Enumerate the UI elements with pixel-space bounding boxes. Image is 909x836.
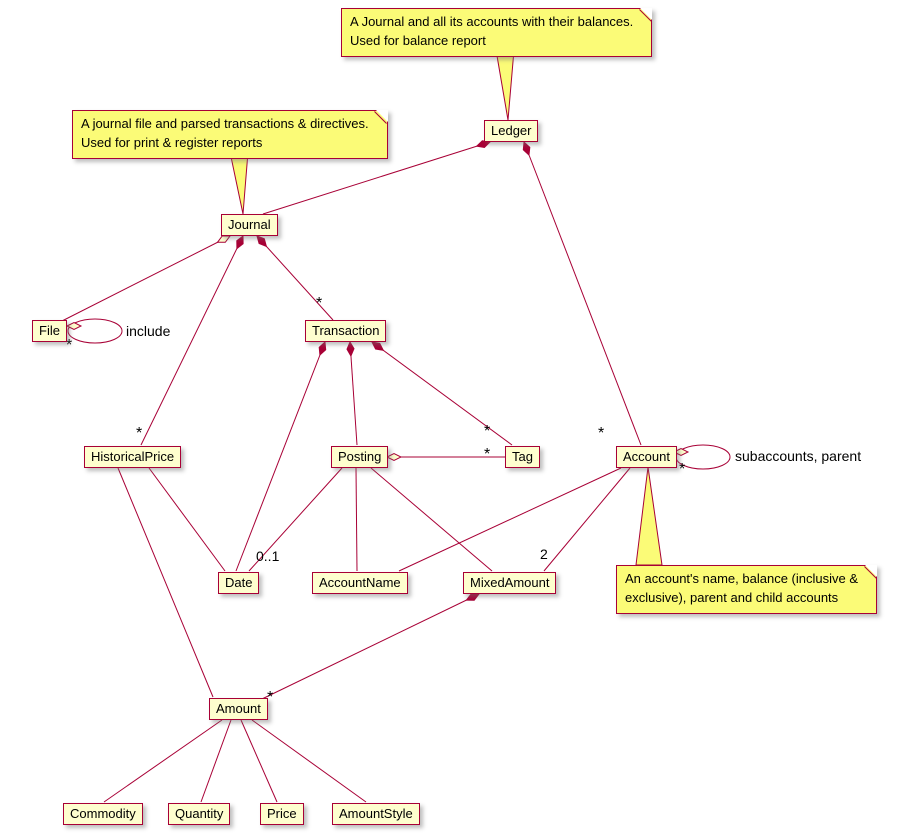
class-node-tag: Tag xyxy=(505,446,540,468)
ledger-note-pointer xyxy=(495,49,515,121)
class-node-commodity: Commodity xyxy=(63,803,143,825)
account-note-pointer xyxy=(635,466,663,566)
file-loop-multiplicity: * xyxy=(66,337,73,354)
journal-note-pointer xyxy=(229,151,249,215)
account-loop-diamond xyxy=(672,447,690,457)
class-node-date: Date xyxy=(218,572,260,594)
account-multiplicity-top: * xyxy=(598,425,605,442)
class-node-quantity: Quantity xyxy=(168,803,231,825)
journal-note: A journal file and parsed transactions &… xyxy=(72,110,388,159)
amount-multiplicity: * xyxy=(267,689,274,706)
tag-multiplicity-side: * xyxy=(484,446,491,463)
historicalprice-multiplicity: * xyxy=(136,425,143,442)
tag-multiplicity-top: * xyxy=(484,423,491,440)
file-loop-diamond xyxy=(65,321,83,331)
class-node-historicalprice: HistoricalPrice xyxy=(84,446,182,468)
account-note-line2: exclusive), parent and child accounts xyxy=(625,589,839,605)
class-node-file: File xyxy=(32,320,67,342)
note-fold-icon xyxy=(375,110,388,122)
file-include-label: include xyxy=(126,323,171,339)
journal-note-line2: Used for print & register reports xyxy=(81,134,263,150)
ledger-note-line2: Used for balance report xyxy=(350,32,486,48)
account-note: An account's name, balance (inclusive & … xyxy=(616,565,877,614)
note-fold-icon xyxy=(640,8,653,20)
class-node-amountstyle: AmountStyle xyxy=(332,803,420,825)
class-node-ledger: Ledger xyxy=(484,120,539,142)
transaction-multiplicity: * xyxy=(316,295,323,312)
class-node-transaction: Transaction xyxy=(305,320,387,342)
account-note-line1: An account's name, balance (inclusive & xyxy=(625,571,858,586)
class-node-journal: Journal xyxy=(221,214,278,236)
class-node-price: Price xyxy=(260,803,304,825)
class-node-amount: Amount xyxy=(209,698,268,720)
class-node-accountname: AccountName xyxy=(312,572,408,594)
file-self-loop xyxy=(67,318,123,344)
class-node-mixedamount: MixedAmount xyxy=(463,572,557,594)
class-node-account: Account xyxy=(616,446,677,468)
ledger-note: A Journal and all its accounts with thei… xyxy=(341,8,653,57)
class-node-posting: Posting xyxy=(331,446,389,468)
account-loop-multiplicity: * xyxy=(679,461,686,478)
ledger-note-line1: A Journal and all its accounts with thei… xyxy=(350,14,634,29)
mixedamount-multiplicity: 2 xyxy=(540,546,548,562)
journal-note-line1: A journal file and parsed transactions &… xyxy=(81,116,369,131)
note-fold-icon xyxy=(865,565,877,577)
date-multiplicity: 0..1 xyxy=(256,548,280,564)
account-loop-label: subaccounts, parent xyxy=(735,448,862,464)
